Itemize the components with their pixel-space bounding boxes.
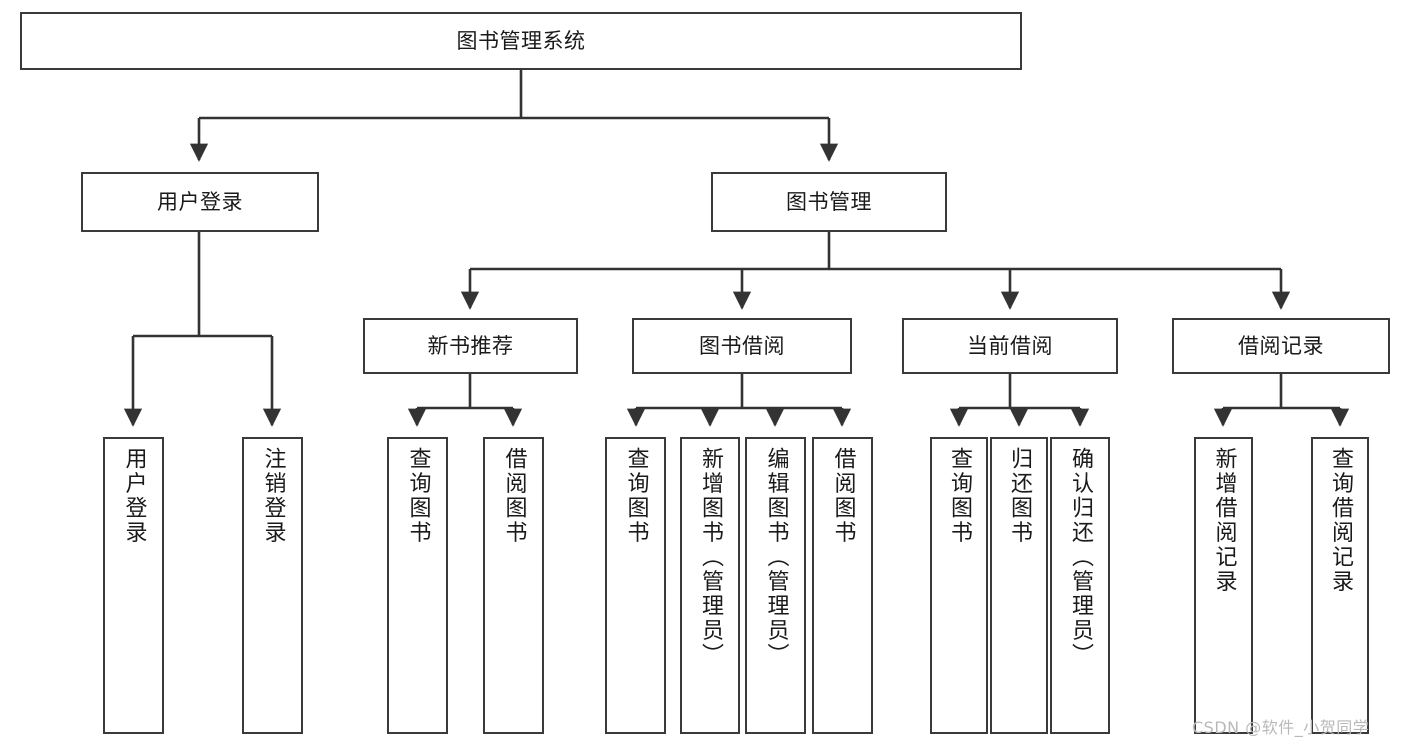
node-leaf-return-book-label: 归还图书: [1007, 447, 1032, 545]
node-leaf-user-login-label: 用户登录: [121, 447, 147, 545]
node-leaf-query-book-2[interactable]: 查询图书: [605, 437, 666, 734]
node-book-manage-label: 图书管理: [786, 189, 872, 214]
node-book-borrow-label: 图书借阅: [699, 333, 785, 358]
node-leaf-confirm-return-label: 确认归还（管理员）: [1068, 447, 1093, 668]
node-new-book-rec[interactable]: 新书推荐: [363, 318, 578, 374]
node-leaf-confirm-return[interactable]: 确认归还（管理员）: [1050, 437, 1110, 734]
node-leaf-borrow-book-1-label: 借阅图书: [501, 447, 527, 545]
node-borrow-record[interactable]: 借阅记录: [1172, 318, 1390, 374]
node-root-label: 图书管理系统: [456, 28, 586, 53]
node-leaf-query-book-1-label: 查询图书: [405, 447, 431, 545]
node-leaf-add-record[interactable]: 新增借阅记录: [1194, 437, 1253, 734]
node-leaf-query-book-1[interactable]: 查询图书: [387, 437, 448, 734]
node-new-book-rec-label: 新书推荐: [427, 333, 514, 358]
node-user-login[interactable]: 用户登录: [81, 172, 319, 232]
node-leaf-logout-label: 注销登录: [260, 447, 286, 545]
node-leaf-borrow-book-1[interactable]: 借阅图书: [483, 437, 544, 734]
node-leaf-add-book-label: 新增图书（管理员）: [698, 447, 723, 668]
node-current-borrow[interactable]: 当前借阅: [902, 318, 1118, 374]
node-leaf-return-book[interactable]: 归还图书: [990, 437, 1048, 734]
node-leaf-user-login[interactable]: 用户登录: [103, 437, 164, 734]
node-current-borrow-label: 当前借阅: [967, 333, 1053, 358]
node-borrow-record-label: 借阅记录: [1238, 333, 1324, 358]
node-leaf-query-book-3-label: 查询图书: [947, 447, 972, 545]
node-leaf-borrow-book-2-label: 借阅图书: [830, 447, 856, 545]
node-leaf-query-book-2-label: 查询图书: [623, 447, 649, 545]
node-leaf-query-record-label: 查询借阅记录: [1328, 447, 1353, 594]
node-root[interactable]: 图书管理系统: [20, 12, 1022, 70]
node-leaf-add-book[interactable]: 新增图书（管理员）: [680, 437, 740, 734]
node-book-borrow[interactable]: 图书借阅: [632, 318, 852, 374]
watermark-text: CSDN @软件_小贺同学: [1192, 718, 1370, 737]
node-leaf-query-record[interactable]: 查询借阅记录: [1311, 437, 1369, 734]
node-leaf-edit-book[interactable]: 编辑图书（管理员）: [745, 437, 806, 734]
node-leaf-logout[interactable]: 注销登录: [242, 437, 303, 734]
node-book-manage[interactable]: 图书管理: [711, 172, 947, 232]
node-leaf-borrow-book-2[interactable]: 借阅图书: [812, 437, 873, 734]
node-leaf-edit-book-label: 编辑图书（管理员）: [763, 447, 789, 668]
node-user-login-label: 用户登录: [157, 189, 243, 214]
node-leaf-add-record-label: 新增借阅记录: [1211, 447, 1237, 594]
node-leaf-query-book-3[interactable]: 查询图书: [930, 437, 988, 734]
